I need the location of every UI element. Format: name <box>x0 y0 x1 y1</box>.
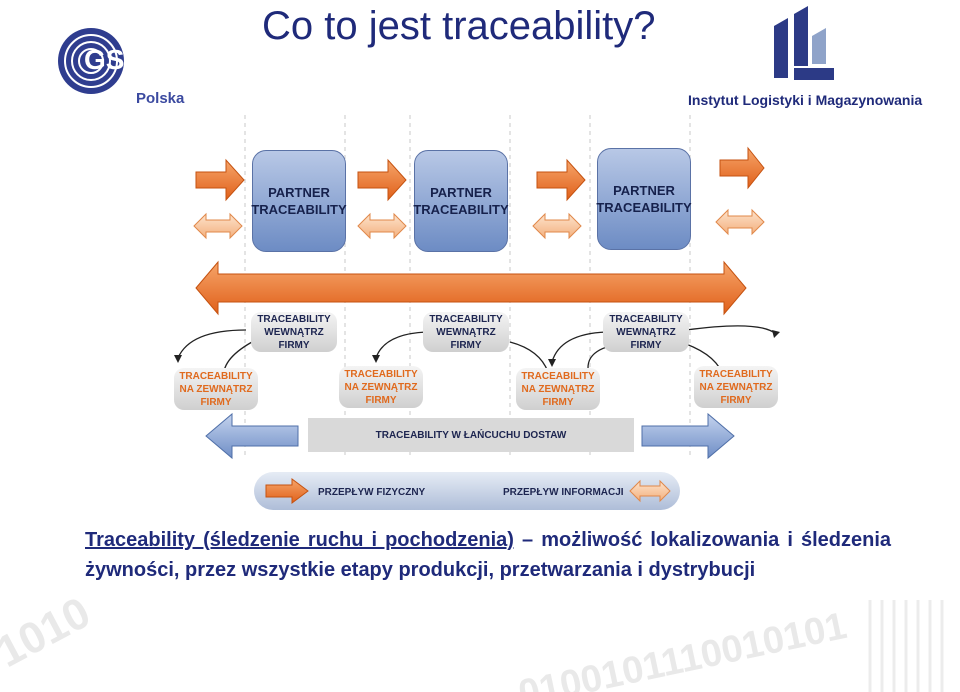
supply-chain-traceability-bar: TRACEABILITY W ŁAŃCUCHU DOSTAW <box>308 418 634 452</box>
ilm-logo-name: Instytut Logistyki i Magazynowania <box>688 92 923 108</box>
legend <box>254 472 680 510</box>
external-traceability-box: TRACEABILITY NA ZEWNĄTRZ FIRMY <box>516 368 600 410</box>
information-flow-arrow-icon <box>629 479 671 503</box>
physical-flow-arrow-icon <box>265 478 309 504</box>
external-traceability-box: TRACEABILITY NA ZEWNĄTRZ FIRMY <box>174 368 258 410</box>
gs1-logo-icon <box>58 28 124 94</box>
blue-left-arrow-icon <box>205 412 299 460</box>
internal-traceability-box: TRACEABILITY WEWNĄTRZ FIRMY <box>423 312 509 352</box>
gs1-logo-mark: GS1 <box>84 44 141 75</box>
orange-arrow-icon <box>195 146 765 202</box>
external-traceability-box: TRACEABILITY NA ZEWNĄTRZ FIRMY <box>694 366 778 408</box>
external-traceability-box: TRACEABILITY NA ZEWNĄTRZ FIRMY <box>339 366 423 408</box>
definition-term: Traceability (śledzenie ruchu i pochodze… <box>85 529 514 551</box>
ilm-logo-icon <box>774 6 834 80</box>
internal-traceability-box: TRACEABILITY WEWNĄTRZ FIRMY <box>251 312 337 352</box>
partner-traceability-box: PARTNER TRACEABILITY <box>413 150 509 252</box>
internal-traceability-box: TRACEABILITY WEWNĄTRZ FIRMY <box>603 312 689 352</box>
legend-physical-flow: PRZEPŁYW FIZYCZNY <box>318 487 426 498</box>
partner-traceability-box: PARTNER TRACEABILITY <box>596 148 692 250</box>
page-title: Co to jest traceability? <box>262 4 656 48</box>
gs1-logo: GS1 <box>56 26 176 96</box>
gs1-subtitle: Polska <box>136 90 185 107</box>
definition-body: – możliwość lokalizowania i śledzenia ży… <box>85 529 892 581</box>
partner-traceability-box: PARTNER TRACEABILITY <box>251 150 347 252</box>
orange-double-arrow-icon <box>195 260 747 316</box>
definition-text: Traceability (śledzenie ruchu i pochodze… <box>85 525 891 585</box>
legend-information-flow: PRZEPŁYW INFORMACJI <box>503 487 624 498</box>
blue-right-arrow-icon <box>641 412 735 460</box>
